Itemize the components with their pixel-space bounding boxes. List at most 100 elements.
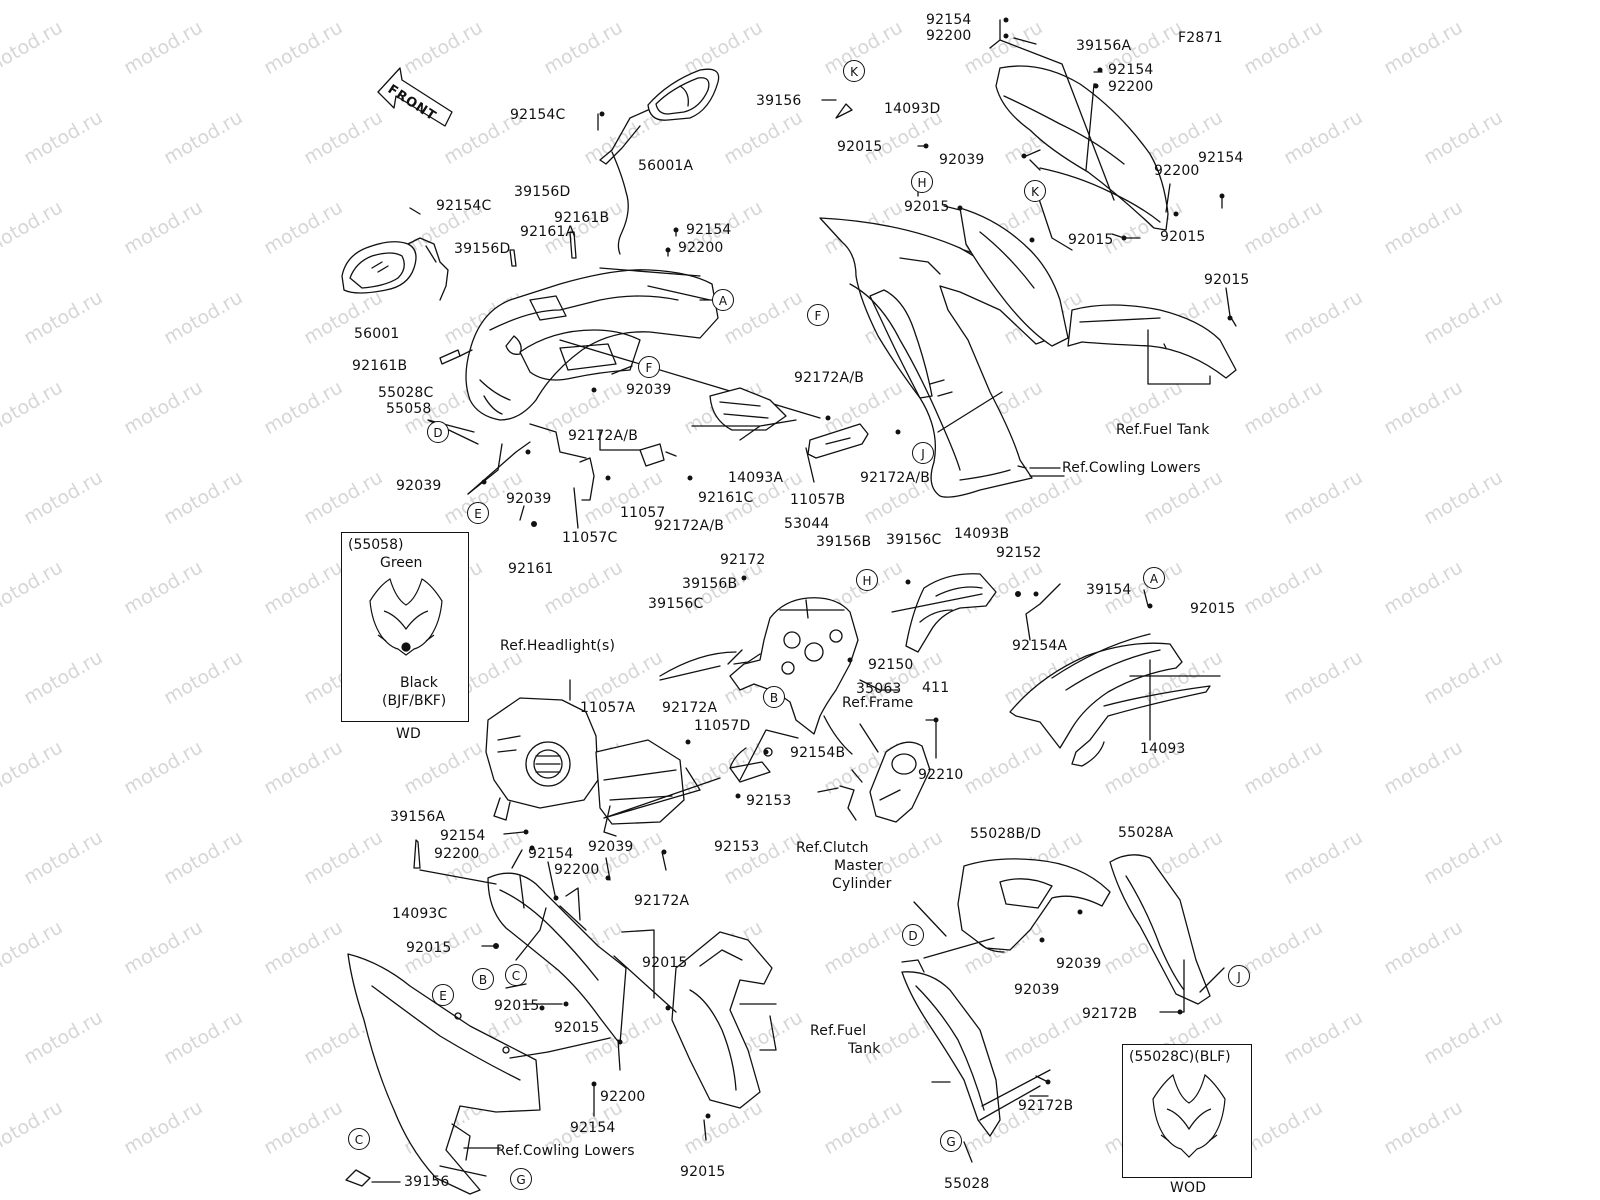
inset-footer-left: WD bbox=[396, 726, 422, 742]
part-label[interactable]: 11057C bbox=[562, 530, 618, 546]
part-label[interactable]: 92200 bbox=[1154, 163, 1200, 179]
part-label[interactable]: 11057B bbox=[790, 492, 846, 508]
part-label[interactable]: 411 bbox=[922, 680, 950, 696]
part-label[interactable]: 39156A bbox=[1076, 38, 1132, 54]
part-label[interactable]: 92150 bbox=[868, 657, 914, 673]
part-label[interactable]: 92039 bbox=[396, 478, 442, 494]
ref-clutch-line2[interactable]: Master bbox=[834, 858, 884, 874]
part-label[interactable]: 92154 bbox=[926, 12, 972, 28]
part-label[interactable]: 92200 bbox=[600, 1089, 646, 1105]
part-label[interactable]: 92039 bbox=[939, 152, 985, 168]
part-label[interactable]: 55028C bbox=[378, 385, 434, 401]
part-label[interactable]: 92152 bbox=[996, 545, 1042, 561]
inset-box-55058: (55058) Green Black (BJF/BKF) bbox=[341, 532, 469, 722]
part-label[interactable]: 92015 bbox=[680, 1164, 726, 1180]
part-label[interactable]: 11057A bbox=[580, 700, 636, 716]
part-label[interactable]: 92172A/B bbox=[654, 518, 725, 534]
ref-cowling-lowers-top[interactable]: Ref.Cowling Lowers bbox=[1062, 460, 1201, 476]
part-label[interactable]: 92154 bbox=[440, 828, 486, 844]
part-label[interactable]: 92154C bbox=[510, 107, 566, 123]
part-label[interactable]: 92172A/B bbox=[568, 428, 639, 444]
part-label[interactable]: 92161B bbox=[554, 210, 610, 226]
part-label[interactable]: 92200 bbox=[678, 240, 724, 256]
part-label[interactable]: 92015 bbox=[642, 955, 688, 971]
part-label[interactable]: 92039 bbox=[1056, 956, 1102, 972]
part-label[interactable]: 55028 bbox=[944, 1176, 990, 1192]
part-label[interactable]: 92153 bbox=[714, 839, 760, 855]
part-label[interactable]: 14093B bbox=[954, 526, 1010, 542]
part-label[interactable]: 92039 bbox=[1014, 982, 1060, 998]
part-label[interactable]: 39156A bbox=[390, 809, 446, 825]
part-label[interactable]: 14093 bbox=[1140, 741, 1186, 757]
part-label[interactable]: 11057 bbox=[620, 505, 666, 521]
part-label[interactable]: 92154 bbox=[686, 222, 732, 238]
part-label[interactable]: 56001A bbox=[638, 158, 694, 174]
ref-headlight[interactable]: Ref.Headlight(s) bbox=[500, 638, 616, 654]
part-label[interactable]: 92154 bbox=[1108, 62, 1154, 78]
part-label[interactable]: 14093A bbox=[728, 470, 784, 486]
part-label[interactable]: 39154 bbox=[1086, 582, 1132, 598]
part-label[interactable]: 56001 bbox=[354, 326, 400, 342]
part-label[interactable]: 92154B bbox=[790, 745, 846, 761]
part-label[interactable]: 92015 bbox=[1190, 601, 1236, 617]
part-label[interactable]: 39156B bbox=[682, 576, 738, 592]
part-label[interactable]: 92154 bbox=[570, 1120, 616, 1136]
part-label[interactable]: 39156 bbox=[756, 93, 802, 109]
part-label[interactable]: 92172B bbox=[1018, 1098, 1074, 1114]
part-label[interactable]: 92161B bbox=[352, 358, 408, 374]
ref-clutch-line1[interactable]: Ref.Clutch bbox=[796, 840, 869, 856]
part-label[interactable]: 92154 bbox=[1198, 150, 1244, 166]
part-label[interactable]: 92200 bbox=[926, 28, 972, 44]
part-label[interactable]: 92153 bbox=[746, 793, 792, 809]
part-label[interactable]: 55028B/D bbox=[970, 826, 1042, 842]
part-label[interactable]: 92200 bbox=[1108, 79, 1154, 95]
part-label[interactable]: 92015 bbox=[1160, 229, 1206, 245]
part-label[interactable]: 92015 bbox=[1068, 232, 1114, 248]
part-label[interactable]: 92200 bbox=[434, 846, 480, 862]
part-label[interactable]: 11057D bbox=[694, 718, 751, 734]
part-label[interactable]: 92172 bbox=[720, 552, 766, 568]
part-label[interactable]: 92015 bbox=[406, 940, 452, 956]
part-label[interactable]: 14093D bbox=[884, 101, 941, 117]
part-label[interactable]: 92161C bbox=[698, 490, 754, 506]
part-label[interactable]: 92172A/B bbox=[860, 470, 931, 486]
part-label[interactable]: 92015 bbox=[494, 998, 540, 1014]
part-label[interactable]: 92039 bbox=[506, 491, 552, 507]
fender-14093-icon bbox=[1009, 633, 1221, 767]
part-label[interactable]: 92039 bbox=[588, 839, 634, 855]
part-label[interactable]: 55058 bbox=[386, 401, 432, 417]
ref-fuel-tank-bottom-line1[interactable]: Ref.Fuel bbox=[810, 1023, 867, 1039]
part-label[interactable]: 55028A bbox=[1118, 825, 1174, 841]
mirror-56001-icon bbox=[341, 237, 449, 301]
part-label[interactable]: 92172A bbox=[662, 700, 718, 716]
ref-cowling-lowers-bottom[interactable]: Ref.Cowling Lowers bbox=[496, 1143, 635, 1159]
part-label[interactable]: 39156C bbox=[648, 596, 704, 612]
part-label[interactable]: 92172A/B bbox=[794, 370, 865, 386]
ref-clutch-line3[interactable]: Cylinder bbox=[832, 876, 892, 892]
part-label[interactable]: 14093C bbox=[392, 906, 448, 922]
part-label[interactable]: 39156 bbox=[404, 1174, 450, 1190]
part-label[interactable]: 92015 bbox=[1204, 272, 1250, 288]
part-label[interactable]: 92161 bbox=[508, 561, 554, 577]
part-label[interactable]: 92154 bbox=[528, 846, 574, 862]
part-label[interactable]: 92172B bbox=[1082, 1006, 1138, 1022]
part-label[interactable]: 92172A bbox=[634, 893, 690, 909]
part-label[interactable]: 92015 bbox=[904, 199, 950, 215]
part-label[interactable]: 39156D bbox=[514, 184, 571, 200]
ref-fuel-tank-top[interactable]: Ref.Fuel Tank bbox=[1116, 422, 1210, 438]
part-label[interactable]: 92200 bbox=[554, 862, 600, 878]
part-label[interactable]: 92154A bbox=[1012, 638, 1068, 654]
ref-frame[interactable]: Ref.Frame bbox=[842, 695, 914, 711]
part-label[interactable]: 39156C bbox=[886, 532, 942, 548]
part-label[interactable]: 53044 bbox=[784, 516, 830, 532]
part-label[interactable]: 35063 bbox=[856, 681, 902, 697]
ref-fuel-tank-bottom-line2[interactable]: Tank bbox=[848, 1041, 881, 1057]
part-label[interactable]: 39156D bbox=[454, 241, 511, 257]
part-label[interactable]: 92161A bbox=[520, 224, 576, 240]
part-label[interactable]: 92210 bbox=[918, 767, 964, 783]
part-label[interactable]: 92039 bbox=[626, 382, 672, 398]
part-label[interactable]: 92154C bbox=[436, 198, 492, 214]
part-label[interactable]: 92015 bbox=[554, 1020, 600, 1036]
part-label[interactable]: 39156B bbox=[816, 534, 872, 550]
part-label[interactable]: 92015 bbox=[837, 139, 883, 155]
